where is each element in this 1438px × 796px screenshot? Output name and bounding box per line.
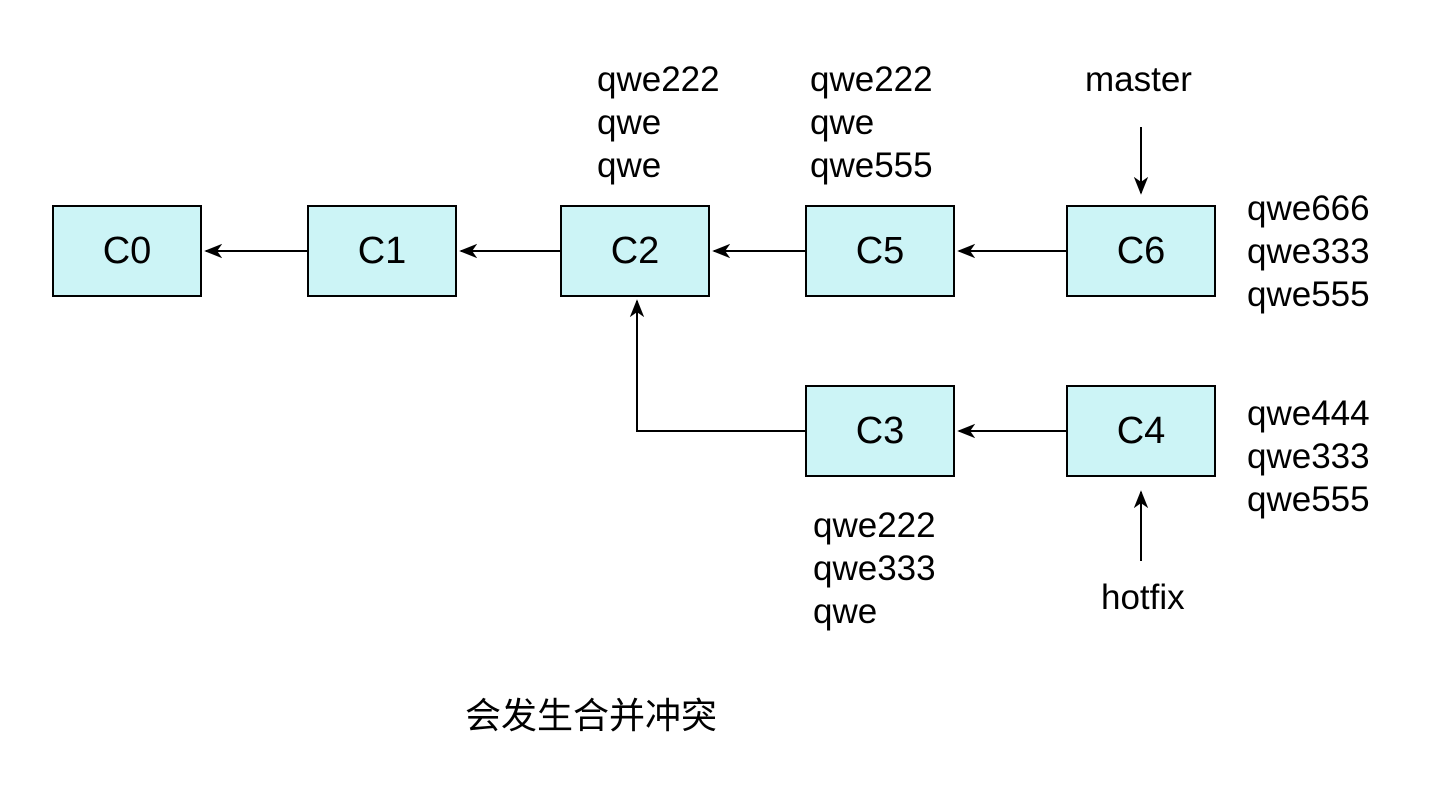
annotation-line: qwe333: [1247, 437, 1370, 476]
annotation-c3-files: qwe222 qwe333 qwe: [813, 504, 936, 633]
edge-c3-to-c2: [629, 299, 805, 432]
annotation-line: qwe: [810, 103, 875, 142]
commit-node-c0: C0: [52, 205, 202, 297]
commit-node-c3: C3: [805, 385, 955, 477]
commit-label-c4: C4: [1116, 409, 1166, 452]
commit-label-c3: C3: [855, 409, 905, 452]
annotation-line: qwe222: [597, 60, 720, 99]
annotation-line: qwe555: [1247, 275, 1370, 314]
commit-node-c5: C5: [805, 205, 955, 297]
commit-node-c4: C4: [1066, 385, 1216, 477]
annotation-c6-files: qwe666 qwe333 qwe555: [1247, 187, 1370, 316]
commit-node-c1: C1: [307, 205, 457, 297]
annotation-line: qwe: [597, 146, 662, 185]
annotation-line: qwe555: [1247, 480, 1370, 519]
branch-label-hotfix: hotfix: [1101, 578, 1185, 617]
annotation-line: qwe222: [810, 60, 933, 99]
diagram-caption: 会发生合并冲突: [465, 695, 718, 736]
commit-label-c6: C6: [1116, 229, 1166, 272]
annotation-line: qwe555: [810, 146, 933, 185]
annotation-line: qwe333: [1247, 232, 1370, 271]
annotation-line: qwe222: [813, 506, 936, 545]
commit-node-c6: C6: [1066, 205, 1216, 297]
annotation-line: qwe: [597, 103, 662, 142]
commit-label-c5: C5: [855, 229, 905, 272]
annotation-line: qwe444: [1247, 394, 1370, 433]
annotation-line: qwe666: [1247, 189, 1370, 228]
commit-label-c2: C2: [610, 229, 660, 272]
commit-label-c0: C0: [102, 229, 152, 272]
commit-node-c2: C2: [560, 205, 710, 297]
annotation-c5-files: qwe222 qwe qwe555: [810, 58, 933, 187]
commit-label-c1: C1: [357, 229, 407, 272]
branch-label-master: master: [1085, 60, 1192, 99]
annotation-line: qwe333: [813, 549, 936, 588]
annotation-c4-files: qwe444 qwe333 qwe555: [1247, 392, 1370, 521]
annotation-line: qwe: [813, 592, 878, 631]
annotation-c2-files: qwe222 qwe qwe: [597, 58, 720, 187]
